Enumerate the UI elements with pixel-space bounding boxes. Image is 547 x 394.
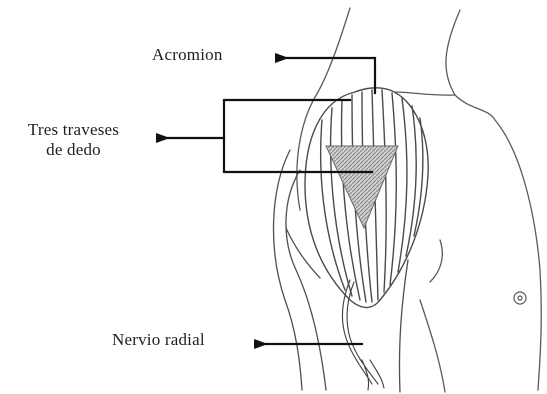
arm-outline: [274, 150, 408, 392]
nipple-mark: [514, 292, 526, 304]
label-tres-traveses-line2: de dedo: [11, 140, 136, 160]
label-tres-traveses: Tres traveses de dedo: [11, 120, 136, 160]
label-tres-traveses-line1: Tres traveses: [11, 120, 136, 140]
injection-zone: [326, 146, 398, 228]
label-acromion: Acromion: [152, 45, 223, 65]
label-nervio-radial: Nervio radial: [112, 330, 205, 350]
